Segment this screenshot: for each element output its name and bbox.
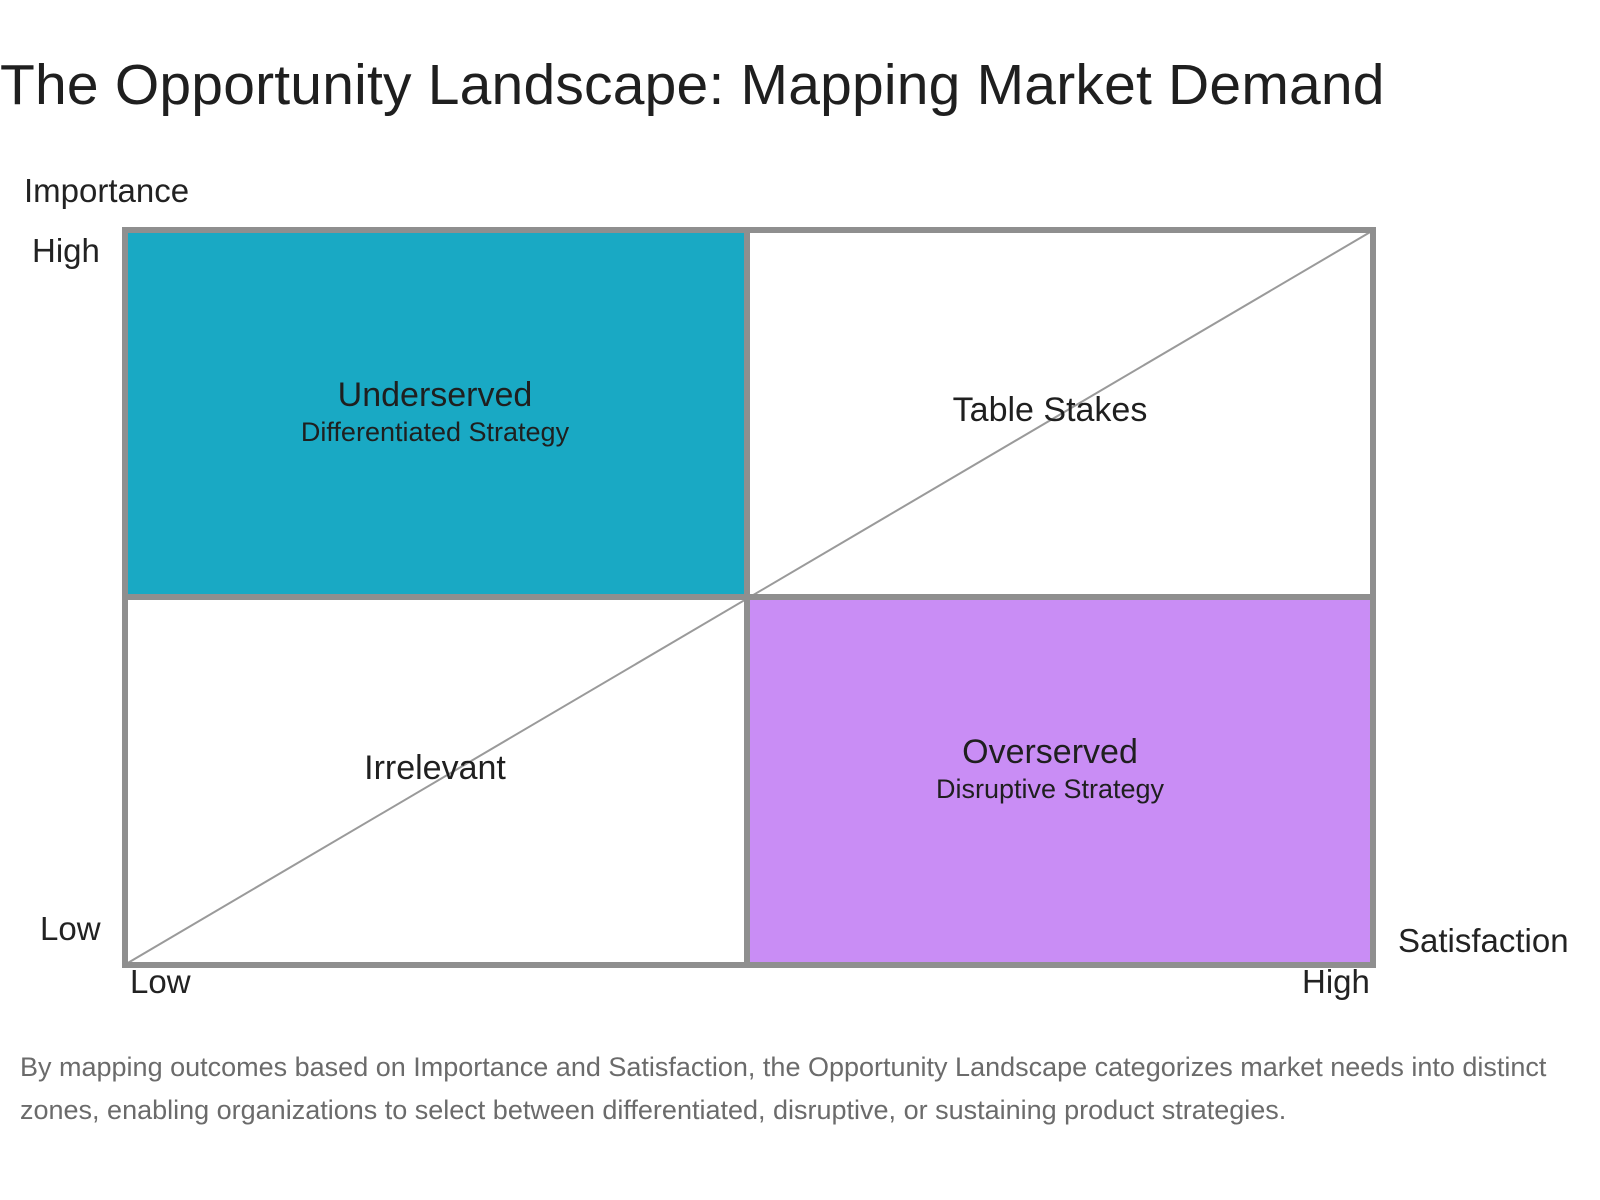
irrelevant-label-group: Irrelevant [364,748,506,788]
irrelevant-label: Irrelevant [364,749,506,787]
matrix-graphic [122,227,1376,968]
x-axis-low-label: Low [130,963,191,1000]
y-axis-title: Importance [24,172,190,209]
y-axis-high-label: High [32,232,100,269]
underserved-strategy-label: Differentiated Strategy [300,417,570,447]
overserved-strategy-label: Disruptive Strategy [935,774,1165,804]
underserved-label: Underserved [337,376,533,414]
x-axis-title: Satisfaction [1398,922,1569,959]
matrix-border [122,227,1376,968]
y-axis-low-label: Low [40,910,101,947]
overserved-quadrant [747,597,1374,966]
opportunity-matrix: Underserved Differentiated Strategy Tabl… [122,227,1376,968]
underserved-label-group: Underserved Differentiated Strategy [301,375,569,449]
page-title: The Opportunity Landscape: Mapping Marke… [0,53,1385,117]
table-stakes-label-group: Table Stakes [953,390,1148,430]
table-stakes-label: Table Stakes [952,391,1148,429]
overserved-label-group: Overserved Disruptive Strategy [936,732,1164,806]
underserved-quadrant [124,229,747,597]
overserved-label: Overserved [962,733,1138,771]
x-axis-high-label: High [1302,963,1370,1000]
caption-text: By mapping outcomes based on Importance … [20,1052,1547,1125]
